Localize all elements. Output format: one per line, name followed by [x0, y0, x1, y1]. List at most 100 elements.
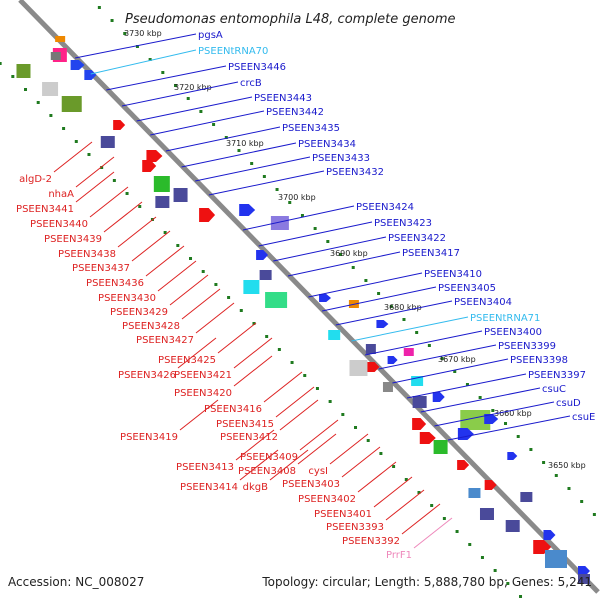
gc-dot: [389, 305, 393, 308]
scale-tick-label: 3720 kbp: [174, 83, 212, 92]
label-connector: [269, 449, 309, 481]
label-connector: [195, 302, 235, 334]
gc-dot: [427, 344, 431, 347]
gc-dot: [176, 244, 180, 247]
gc-dot: [542, 461, 546, 464]
gene-arrow: [239, 204, 256, 216]
gc-dot: [379, 452, 383, 455]
gc-dot: [392, 465, 396, 468]
reverse-gene-label: nhaA: [48, 189, 74, 200]
gc-dot: [592, 513, 596, 516]
forward-label-group: pgsAPSEENtRNA70PSEEN3446crcBPSEEN3443PSE…: [75, 30, 595, 441]
gc-dot: [199, 110, 203, 113]
label-connector: [195, 156, 311, 182]
gc-dot: [580, 500, 584, 503]
gene-block: [433, 440, 448, 454]
scale-tick-label: 3710 kbp: [226, 139, 264, 148]
gene-block: [61, 96, 82, 112]
gene-block: [468, 488, 481, 498]
gc-dot: [123, 32, 127, 35]
label-connector: [242, 205, 355, 231]
gc-dot: [465, 383, 469, 386]
gc-dot: [11, 75, 15, 78]
reverse-gene-label: PSEEN3419: [120, 432, 178, 443]
gc-dot: [148, 58, 152, 61]
gc-dot: [62, 127, 66, 130]
gc-dot: [313, 227, 317, 230]
label-connector: [378, 344, 497, 370]
gc-dot: [504, 422, 508, 425]
reverse-gene-label: PSEEN3408: [238, 466, 296, 477]
gene-arrow: [578, 566, 590, 576]
gene-block: [153, 176, 170, 192]
reverse-gene-label: PSEEN3438: [58, 249, 116, 260]
gene-arrow: [507, 452, 518, 460]
scale-tick-label: 3670 kbp: [438, 355, 476, 364]
label-connector: [121, 81, 239, 107]
gene-block: [42, 82, 59, 96]
accession-label: Accession: NC_008027: [8, 575, 144, 589]
label-connector: [434, 401, 555, 427]
forward-gene-label: PSEEN3399: [498, 341, 556, 352]
gene-block: [50, 52, 61, 60]
gene-block: [55, 36, 66, 42]
gc-dot: [366, 439, 370, 442]
gc-dot: [277, 348, 281, 351]
label-connector: [233, 337, 273, 369]
gene-arrow: [113, 120, 126, 130]
reverse-gene-label: PSEEN3436: [86, 278, 144, 289]
gc-dot: [250, 162, 254, 165]
gc-dot: [402, 318, 406, 321]
gc-dot: [288, 201, 292, 204]
gc-dot: [100, 166, 104, 169]
feature-track: [16, 36, 590, 584]
gene-block: [365, 344, 376, 354]
reverse-gene-label: PSEEN3439: [44, 234, 102, 245]
reverse-gene-label: PSEEN3412: [220, 432, 278, 443]
gc-dot: [49, 114, 53, 117]
label-connector: [308, 272, 423, 298]
reverse-gene-label: cysI: [308, 466, 328, 477]
reverse-gene-label: PSEEN3414: [180, 482, 238, 493]
gc-dot: [300, 214, 304, 217]
label-connector: [401, 503, 441, 535]
label-connector: [263, 371, 303, 403]
label-connector: [329, 433, 369, 465]
gc-dot: [239, 309, 243, 312]
gc-dot: [189, 257, 193, 260]
gene-arrow: [543, 530, 556, 540]
gc-dot: [339, 253, 343, 256]
forward-gene-label: PSEEN3398: [510, 355, 568, 366]
gc-dot: [201, 270, 205, 273]
gene-block: [403, 348, 414, 356]
gene-block: [259, 270, 272, 280]
reverse-label-group: algD-2nhaAPSEEN3441PSEEN3440PSEEN3439PSE…: [16, 141, 453, 561]
gc-dot: [174, 84, 178, 87]
gc-dot: [415, 331, 419, 334]
gc-dot: [252, 322, 256, 325]
gene-arrow: [256, 250, 269, 260]
gc-dot: [326, 240, 330, 243]
gene-block: [412, 396, 427, 408]
reverse-gene-label: PSEEN3393: [326, 522, 384, 533]
label-connector: [239, 449, 279, 481]
gc-dot: [24, 88, 28, 91]
gene-block: [16, 64, 31, 78]
gc-dot: [36, 101, 40, 104]
gene-block: [349, 360, 368, 376]
gc-dot: [275, 188, 279, 191]
gene-block: [520, 492, 533, 502]
label-connector: [165, 126, 281, 152]
forward-gene-label: PSEEN3397: [528, 370, 586, 381]
reverse-gene-label: PSEEN3403: [282, 479, 340, 490]
genome-backbone: [18, 0, 600, 594]
gc-dot: [506, 582, 510, 585]
gene-block: [505, 520, 520, 532]
label-connector: [181, 142, 297, 168]
label-connector: [75, 33, 197, 59]
reverse-gene-label: dkgB: [243, 482, 268, 493]
label-connector: [351, 316, 469, 342]
gc-dot: [478, 396, 482, 399]
reverse-gene-label: PSEEN3401: [314, 509, 372, 520]
